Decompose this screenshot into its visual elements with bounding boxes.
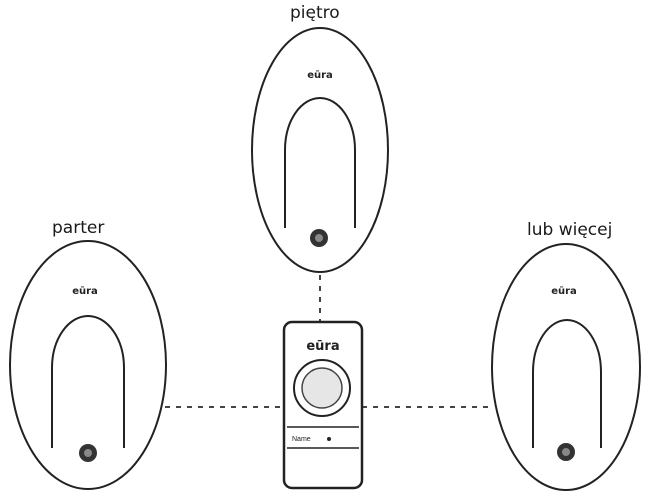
receiver-left-arch xyxy=(51,315,125,448)
label-top-receiver: piętro xyxy=(290,3,340,23)
receiver-top-arch xyxy=(284,97,356,228)
receiver-top-led-center xyxy=(315,234,323,242)
receiver-right-brand: eūra xyxy=(551,286,577,297)
receiver-left-led-center xyxy=(84,449,92,457)
label-left-receiver: parter xyxy=(52,218,105,238)
bell-button-icon xyxy=(301,367,343,409)
receiver-left-body xyxy=(9,240,167,490)
label-right-receiver: lub więcej xyxy=(527,220,613,240)
receiver-top: eūra xyxy=(251,27,389,273)
name-tag-dot-icon xyxy=(327,437,331,441)
receiver-right-body xyxy=(491,243,641,491)
receiver-left: eūra xyxy=(9,240,167,490)
push-button-outer-ring xyxy=(293,359,351,417)
receiver-left-brand: eūra xyxy=(72,286,98,297)
receiver-top-brand: eūra xyxy=(307,70,333,81)
name-tag-label: Name xyxy=(292,436,311,443)
receiver-right-led-center xyxy=(562,448,570,456)
push-button-transmitter: eūra Name xyxy=(282,320,364,490)
receiver-top-body xyxy=(251,27,389,273)
receiver-right: eūra xyxy=(491,243,641,491)
connection-lines xyxy=(165,275,492,408)
receiver-right-arch xyxy=(532,319,602,448)
push-button-brand: eūra xyxy=(306,339,339,354)
